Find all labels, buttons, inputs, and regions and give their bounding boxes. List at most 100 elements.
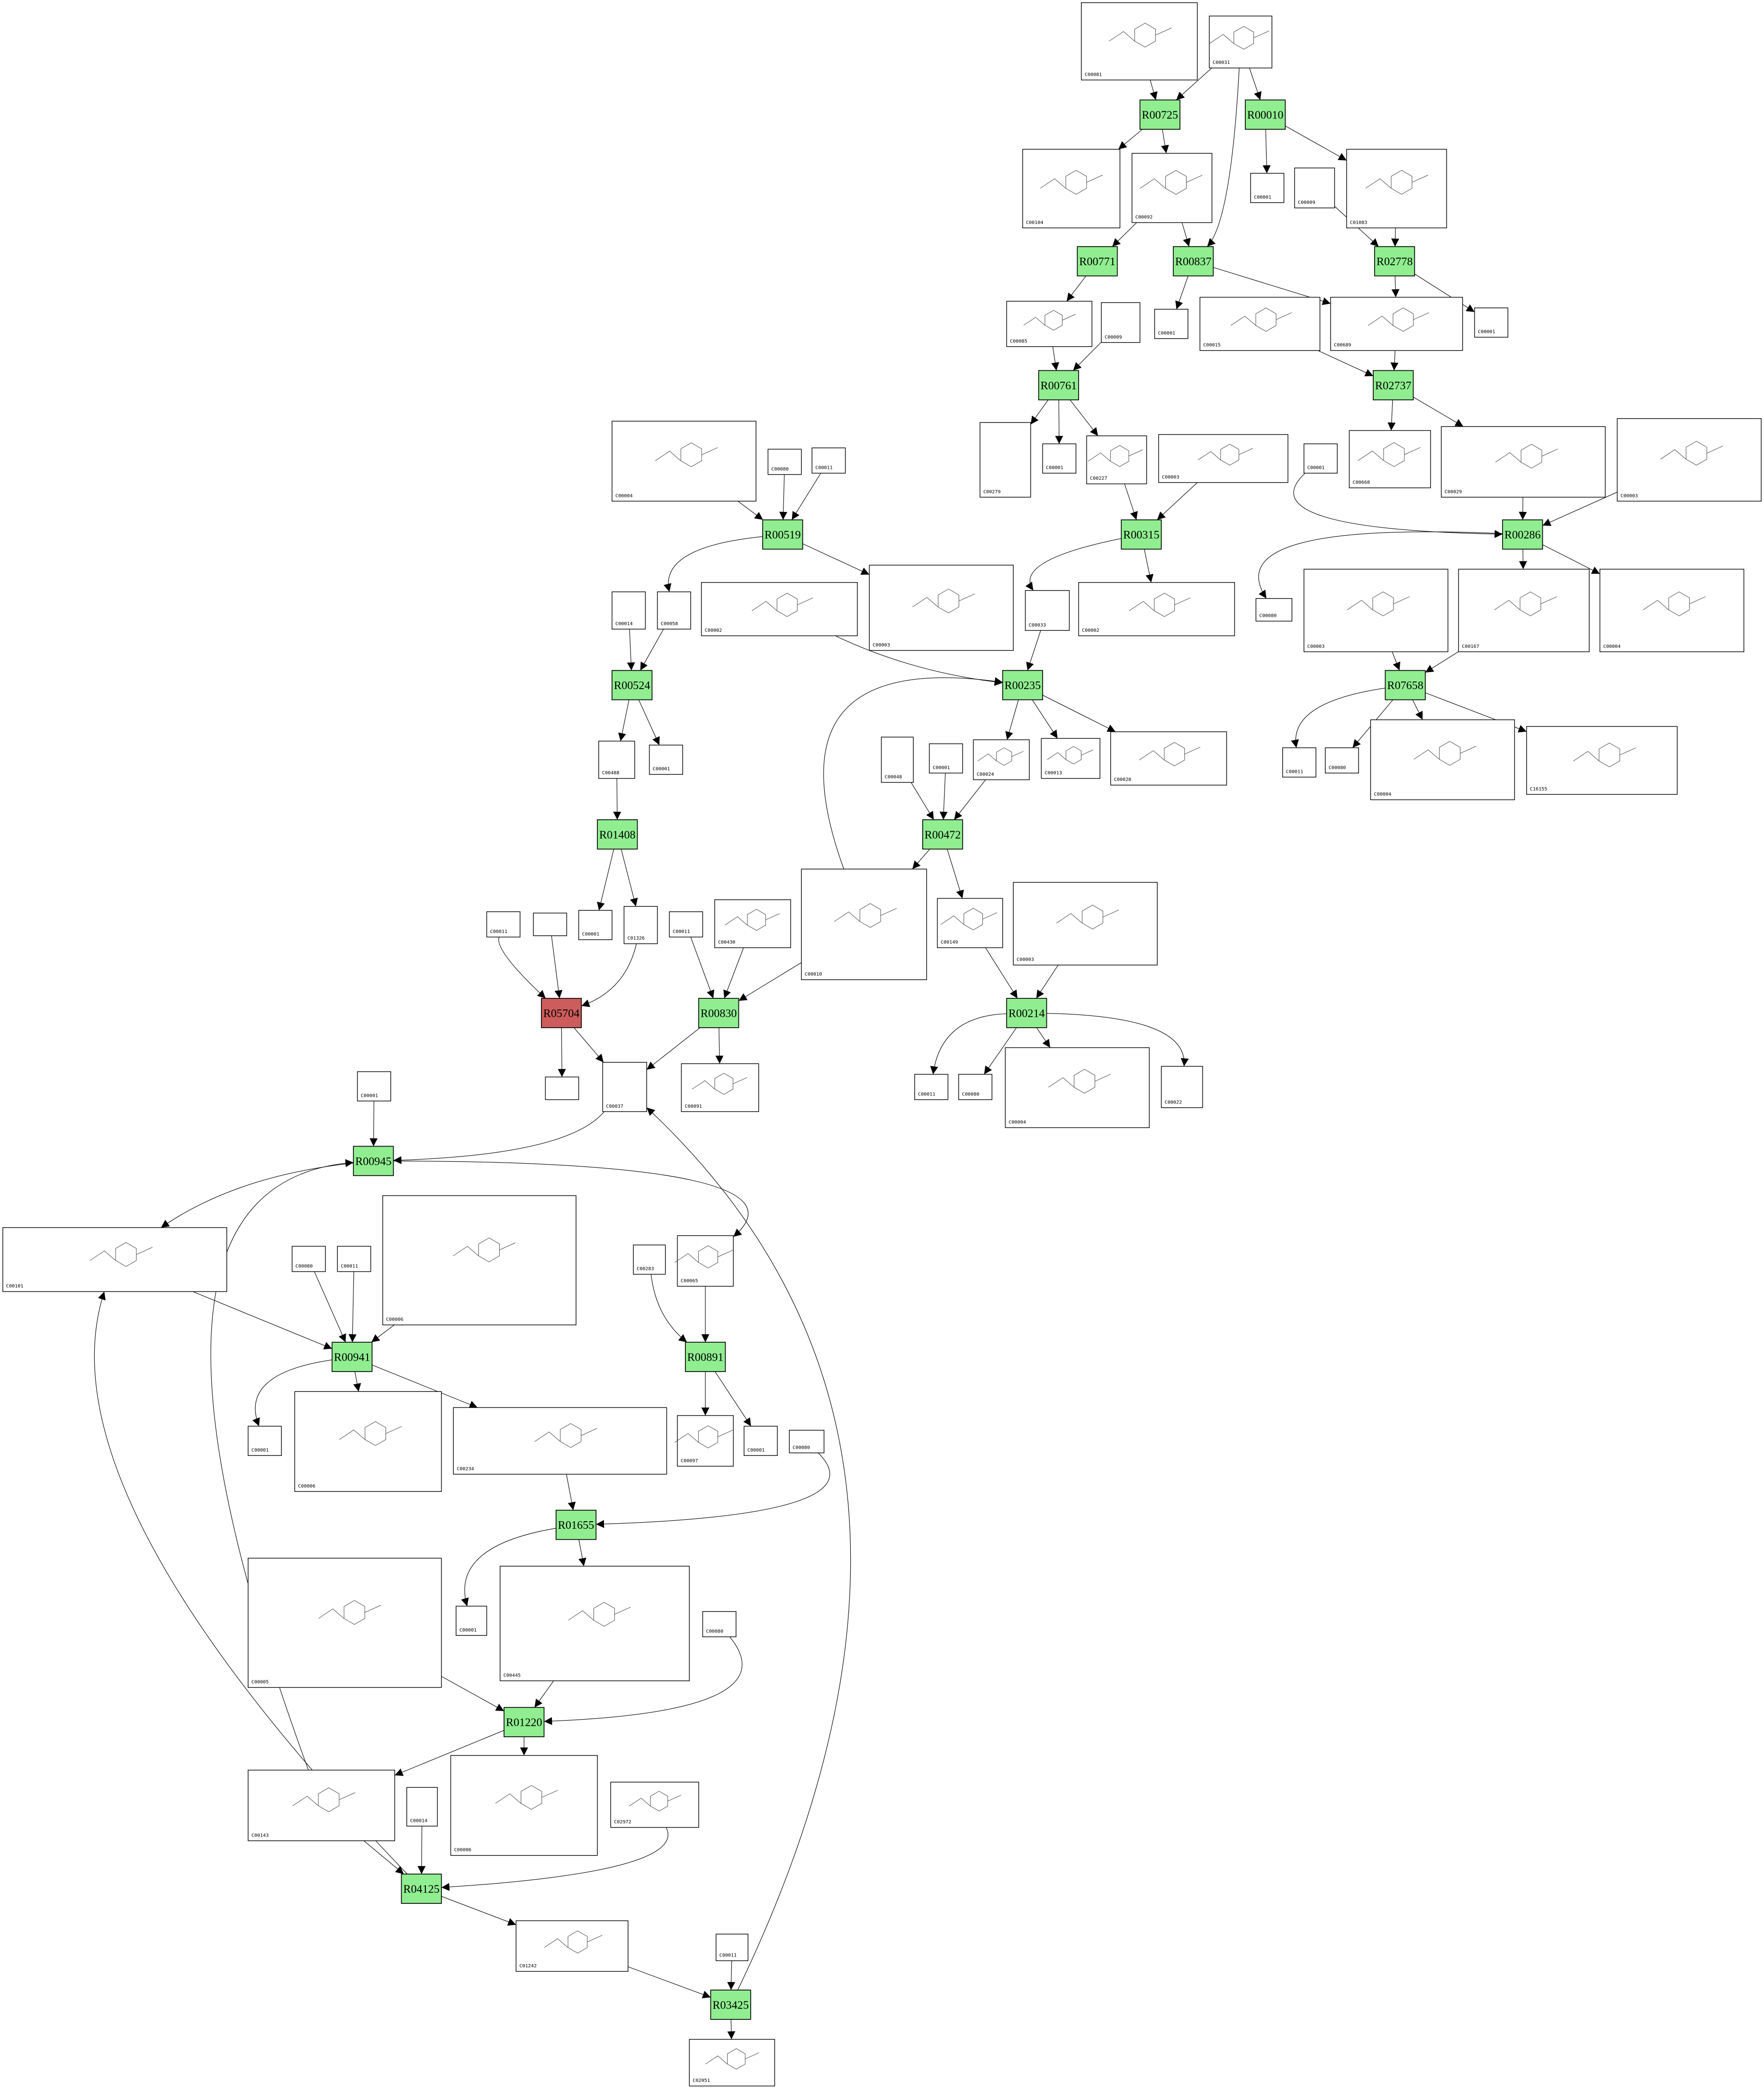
compound-node[interactable]: C00092 — [1131, 152, 1213, 223]
compound-node[interactable]: C00014 — [406, 1787, 438, 1827]
reaction-node[interactable]: R00761 — [1038, 370, 1079, 401]
compound-node[interactable]: C00001 — [248, 1426, 282, 1456]
compound-box[interactable] — [1458, 569, 1590, 652]
compound-box[interactable] — [1158, 434, 1288, 483]
compound-box[interactable] — [1209, 16, 1272, 69]
reaction-node[interactable]: R01655 — [556, 1509, 597, 1540]
compound-box[interactable] — [1005, 1047, 1150, 1128]
reaction-box[interactable] — [1038, 370, 1079, 401]
compound-box[interactable] — [669, 911, 703, 938]
compound-node[interactable]: C00004 — [1599, 569, 1745, 652]
compound-node[interactable]: C00081 — [1081, 2, 1198, 81]
compound-box[interactable] — [598, 741, 635, 779]
compound-box[interactable] — [1349, 430, 1431, 488]
reaction-box[interactable] — [1139, 99, 1180, 130]
compound-box[interactable] — [1346, 149, 1447, 228]
compound-node[interactable]: C00037 — [602, 1062, 647, 1112]
reaction-box[interactable] — [1373, 370, 1414, 401]
reaction-box[interactable] — [1002, 670, 1043, 700]
reaction-node[interactable]: R01408 — [597, 819, 638, 850]
compound-box[interactable] — [1013, 882, 1158, 966]
compound-node[interactable]: C00001 — [1154, 309, 1188, 339]
compound-box[interactable] — [1025, 590, 1070, 631]
reaction-node[interactable]: R00891 — [685, 1342, 726, 1372]
compound-box[interactable] — [869, 565, 1014, 651]
compound-node[interactable]: C01326 — [623, 906, 658, 944]
compound-box[interactable] — [545, 1076, 579, 1100]
compound-box[interactable] — [881, 736, 914, 783]
compound-box[interactable] — [1255, 598, 1293, 622]
reaction-node[interactable]: R00725 — [1139, 99, 1180, 130]
compound-node[interactable]: C01242 — [515, 1920, 629, 1972]
reaction-node[interactable]: R00235 — [1002, 670, 1043, 700]
reaction-node[interactable]: R00771 — [1077, 246, 1118, 277]
compound-node[interactable]: C00001 — [1250, 173, 1285, 203]
compound-box[interactable] — [1154, 309, 1188, 339]
compound-box[interactable] — [453, 1407, 667, 1475]
reaction-node[interactable]: R02737 — [1373, 370, 1414, 401]
compound-node[interactable]: C00003 — [1617, 418, 1762, 502]
reaction-box[interactable] — [762, 519, 803, 550]
compound-box[interactable] — [248, 1558, 442, 1688]
reaction-box[interactable] — [1006, 998, 1047, 1028]
compound-node[interactable]: C00006 — [294, 1391, 442, 1492]
compound-box[interactable] — [248, 1769, 396, 1841]
compound-box[interactable] — [602, 1062, 647, 1112]
compound-node[interactable]: C00001 — [1304, 443, 1338, 474]
reaction-node[interactable]: R00945 — [353, 1146, 394, 1176]
compound-node[interactable]: C00003 — [1013, 882, 1158, 966]
reaction-box[interactable] — [1374, 246, 1415, 277]
compound-node[interactable]: C00003 — [869, 565, 1014, 651]
compound-box[interactable] — [1294, 167, 1335, 208]
compound-node[interactable]: C00001 — [929, 743, 963, 774]
compound-box[interactable] — [914, 1074, 949, 1100]
reaction-node[interactable]: R03425 — [710, 1990, 751, 2020]
reaction-box[interactable] — [556, 1509, 597, 1540]
compound-node[interactable]: C00104 — [1022, 149, 1121, 228]
compound-node[interactable] — [545, 1076, 579, 1100]
compound-node[interactable]: C00004 — [612, 421, 756, 502]
compound-node[interactable]: C00006 — [382, 1195, 576, 1326]
compound-node[interactable]: C00009 — [1294, 167, 1335, 208]
compound-box[interactable] — [973, 739, 1030, 780]
compound-node[interactable]: C00029 — [1440, 426, 1606, 498]
reaction-node[interactable]: R00286 — [1502, 519, 1543, 550]
compound-box[interactable] — [1022, 149, 1121, 228]
compound-box[interactable] — [291, 1246, 326, 1272]
compound-node[interactable]: C00014 — [612, 591, 646, 630]
reaction-box[interactable] — [612, 670, 653, 700]
compound-box[interactable] — [937, 898, 1003, 948]
compound-node[interactable] — [533, 913, 567, 936]
compound-node[interactable]: C00004 — [1370, 719, 1515, 800]
reaction-node[interactable]: R00837 — [1173, 246, 1214, 277]
compound-box[interactable] — [677, 1415, 734, 1467]
compound-box[interactable] — [1081, 2, 1198, 81]
compound-box[interactable] — [1617, 418, 1762, 502]
compound-box[interactable] — [633, 1244, 666, 1275]
compound-node[interactable]: C00080 — [767, 448, 802, 475]
compound-node[interactable]: C00167 — [1458, 569, 1590, 652]
compound-node[interactable]: C00001 — [649, 745, 683, 775]
compound-node[interactable]: C00080 — [958, 1074, 992, 1100]
compound-node[interactable]: C00689 — [1330, 296, 1463, 351]
reaction-box[interactable] — [332, 1342, 373, 1372]
compound-node[interactable]: C00101 — [2, 1227, 227, 1292]
compound-box[interactable] — [612, 421, 756, 502]
compound-box[interactable] — [337, 1246, 371, 1272]
compound-node[interactable]: C00001 — [1474, 307, 1509, 338]
reaction-node[interactable]: R04125 — [401, 1874, 442, 1904]
reaction-box[interactable] — [504, 1707, 545, 1738]
compound-node[interactable]: C00022 — [1161, 1066, 1203, 1108]
compound-node[interactable]: C00668 — [1349, 430, 1431, 488]
compound-box[interactable] — [649, 745, 683, 775]
compound-node[interactable]: C00080 — [702, 1611, 737, 1637]
compound-node[interactable]: C00048 — [881, 736, 914, 783]
compound-box[interactable] — [533, 913, 567, 936]
compound-node[interactable]: C00445 — [499, 1566, 690, 1681]
compound-box[interactable] — [1042, 443, 1077, 474]
compound-box[interactable] — [767, 448, 802, 475]
compound-node[interactable]: C00006 — [450, 1755, 598, 1856]
reaction-box[interactable] — [541, 998, 582, 1028]
compound-node[interactable]: C16155 — [1526, 726, 1678, 795]
compound-node[interactable]: C00015 — [1199, 296, 1321, 351]
